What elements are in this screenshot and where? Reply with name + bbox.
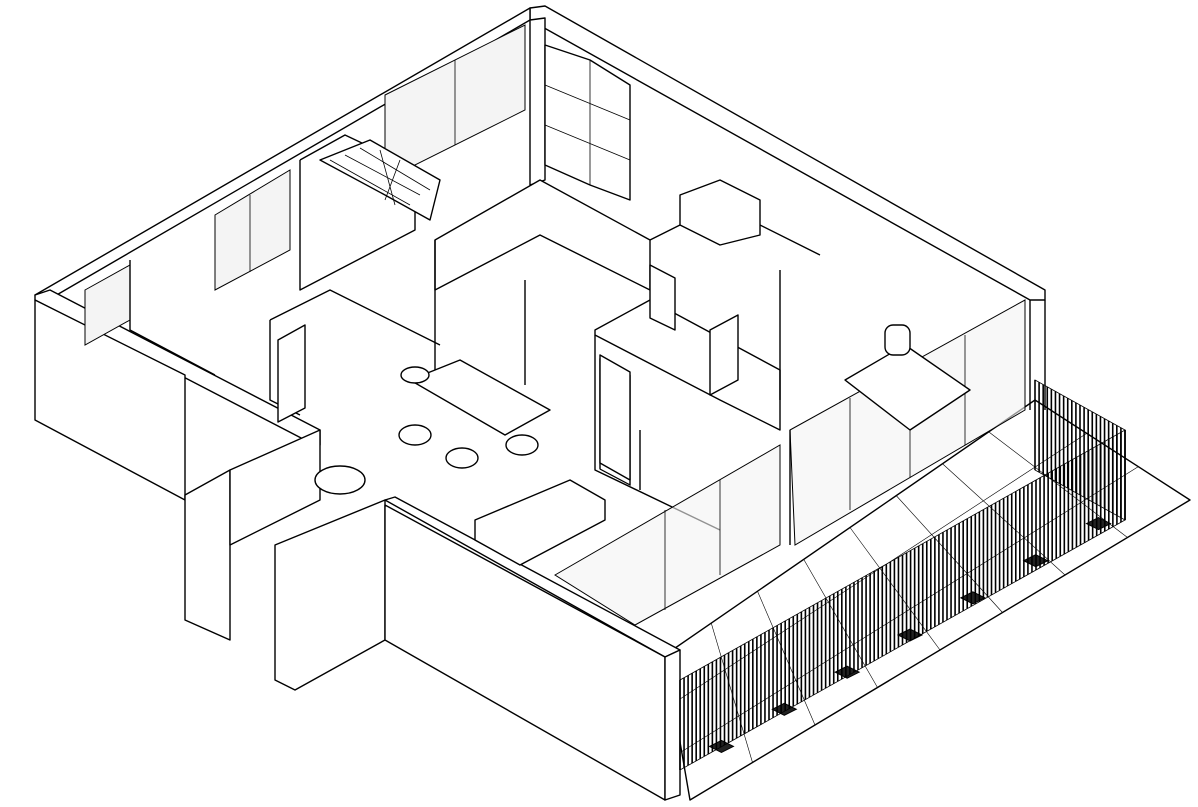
chair: [445, 447, 479, 469]
sofa: [474, 479, 606, 566]
tile-line: [673, 433, 1087, 704]
tile-line: [896, 495, 1003, 613]
tile-line: [757, 591, 816, 726]
kitchen-unit: [679, 179, 761, 246]
stair: [319, 139, 441, 221]
dining-table: [409, 359, 551, 436]
partition-center: [434, 179, 651, 291]
chair: [398, 424, 432, 446]
chair: [505, 434, 539, 456]
door-bedroom: [709, 314, 739, 396]
chair: [400, 366, 430, 384]
bed: [844, 344, 971, 431]
front-wall-end: [664, 649, 681, 801]
entry-side-wall: [274, 499, 386, 691]
wall-corner: [529, 17, 546, 186]
door-entry: [277, 324, 306, 423]
glass-living: [554, 444, 781, 626]
furniture: [314, 179, 971, 566]
exterior-walls: [34, 5, 1046, 801]
side-table: [314, 465, 366, 495]
windows: [84, 24, 526, 346]
balcony-railing: [679, 379, 1126, 771]
entry-pillar: [184, 469, 231, 641]
door-living: [599, 354, 631, 481]
entry-wall: [229, 429, 321, 546]
interior-walls: [129, 44, 821, 531]
window-left: [214, 169, 291, 291]
bed-lamp: [884, 324, 911, 356]
door-bath: [649, 264, 676, 331]
